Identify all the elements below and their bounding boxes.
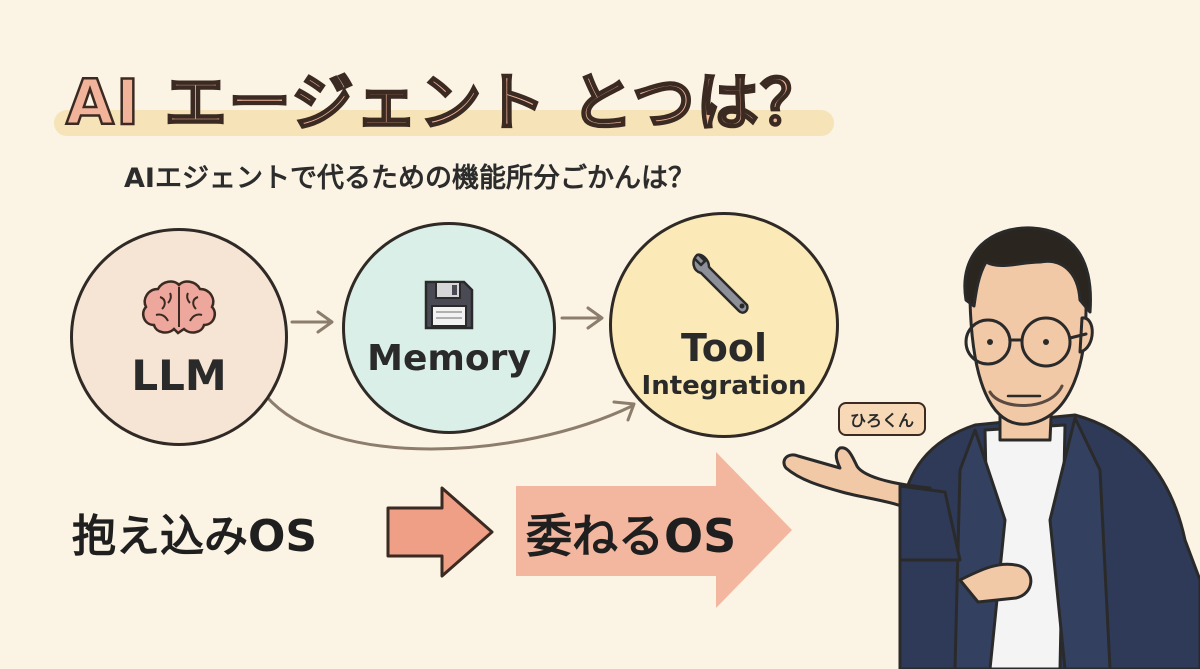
lower-hand [958,562,1033,604]
beard [988,384,1064,407]
os-to-label: 委ねるOS [526,509,737,563]
title-highlight [54,110,834,136]
large-arrow [516,452,792,608]
right-lens [1020,316,1072,368]
memory-node: Memory [342,222,556,434]
presenter-name-tag: ひろくん [838,402,927,436]
gesture-hand [782,446,932,522]
hair [963,226,1092,314]
page-title: AI エージェント とつは？ [65,65,825,141]
os-from-label: 抱え込みOS [72,511,318,562]
integration-label: Integration [641,371,807,401]
arrow-llm-to-tool-curve [264,394,636,451]
arrow-llm-to-memory [290,310,334,334]
right-lapel [1048,416,1112,669]
tool-integration-node: Tool Integration [609,212,839,438]
wrench-icon [692,253,749,314]
presenter-figure [782,226,1200,669]
sleeve [898,484,962,562]
arrow-memory-to-tool [560,306,604,330]
llm-label: LLM [131,350,227,400]
floppy-disk-icon [424,280,474,329]
left-lapel [953,428,1007,669]
llm-node: LLM [70,228,288,446]
glasses-bridge [1008,332,1088,342]
title-block: AI エージェント とつは？ [54,52,844,142]
tool-label: Tool [680,326,768,370]
small-arrow [386,486,494,578]
left-lens [964,318,1012,366]
memory-label: Memory [367,337,531,379]
subtitle: AIエジェントで代るための機能所分ごかんは？ [124,163,695,194]
brain-icon [142,279,216,335]
